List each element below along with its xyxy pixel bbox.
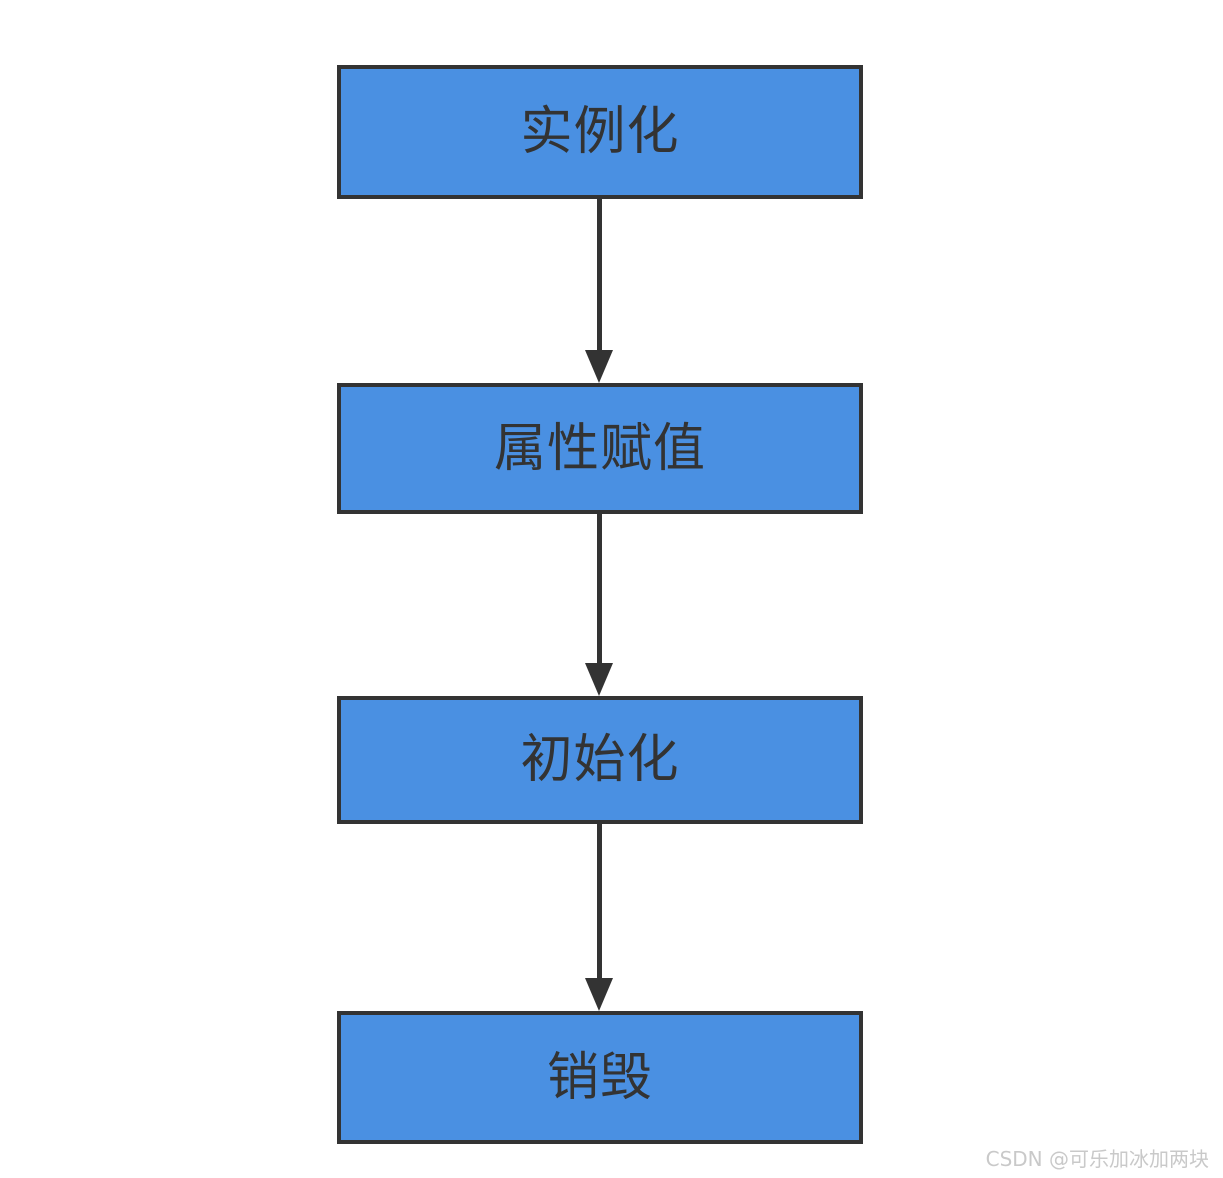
flow-node-destroy[interactable]: 销毁	[337, 1011, 863, 1144]
flow-connector-1	[585, 199, 625, 383]
flow-node-instantiation[interactable]: 实例化	[337, 65, 863, 199]
connector-line	[597, 824, 602, 979]
flow-node-label: 实例化	[520, 102, 680, 162]
flow-node-label: 销毁	[546, 1047, 653, 1108]
arrowhead-down-icon	[585, 663, 613, 696]
flow-node-label: 属性赋值	[493, 418, 706, 479]
flow-node-property-assignment[interactable]: 属性赋值	[337, 383, 863, 514]
flow-connector-3	[585, 824, 625, 1012]
flow-node-initialization[interactable]: 初始化	[337, 696, 863, 824]
arrowhead-down-icon	[585, 978, 613, 1011]
flow-node-label: 初始化	[520, 730, 680, 790]
arrowhead-down-icon	[585, 350, 613, 383]
csdn-watermark: CSDN @可乐加冰加两块	[985, 1147, 1209, 1171]
connector-line	[597, 199, 602, 351]
connector-line	[597, 514, 602, 664]
flow-connector-2	[585, 514, 625, 696]
